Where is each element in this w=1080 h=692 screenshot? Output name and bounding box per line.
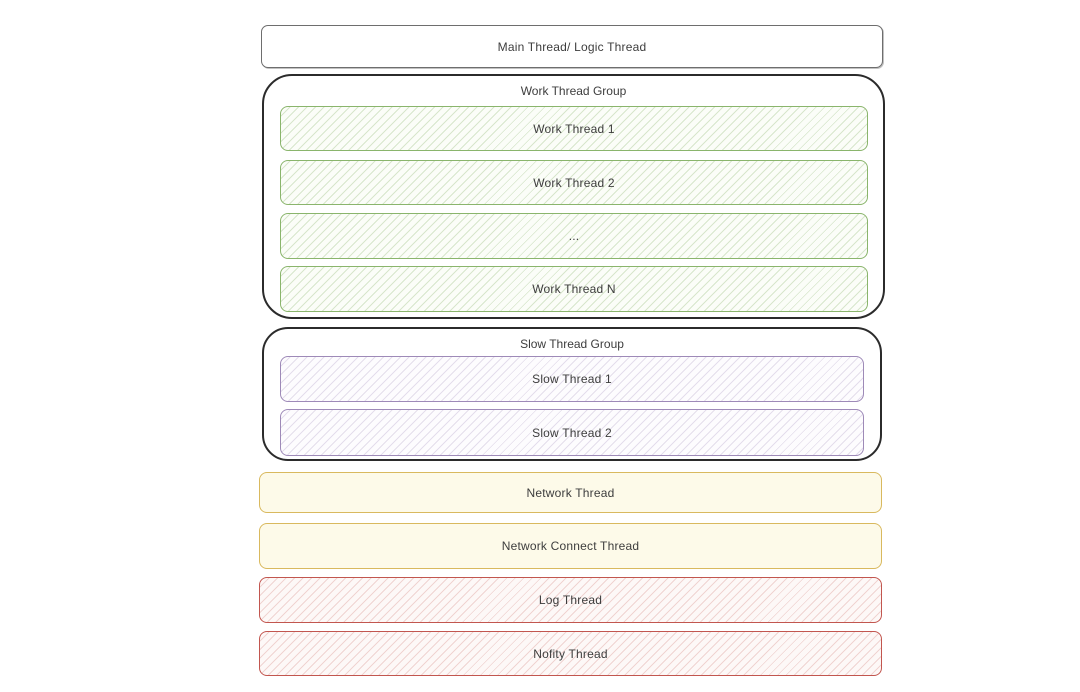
network-thread-box: Network Thread xyxy=(259,472,882,513)
slow-thread-1-box: Slow Thread 1 xyxy=(280,356,864,402)
slow-thread-group: Slow Thread Group Slow Thread 1 Slow Thr… xyxy=(262,327,882,461)
work-thread-n-box: Work Thread N xyxy=(280,266,868,312)
network-thread-label: Network Thread xyxy=(526,485,615,500)
slow-thread-group-label: Slow Thread Group xyxy=(520,337,624,351)
nofity-thread-label: Nofity Thread xyxy=(533,646,608,661)
work-thread-1-label: Work Thread 1 xyxy=(533,121,615,136)
work-thread-ellipsis-label: ... xyxy=(568,229,580,243)
main-thread-box: Main Thread/ Logic Thread xyxy=(261,25,883,68)
main-thread-label: Main Thread/ Logic Thread xyxy=(497,39,647,54)
nofity-thread-box: Nofity Thread xyxy=(259,631,882,676)
slow-thread-2-box: Slow Thread 2 xyxy=(280,409,864,456)
slow-thread-2-label: Slow Thread 2 xyxy=(532,425,612,440)
work-thread-2-label: Work Thread 2 xyxy=(533,175,615,190)
work-thread-group-label: Work Thread Group xyxy=(520,84,627,98)
slow-thread-1-label: Slow Thread 1 xyxy=(532,372,612,386)
network-connect-thread-label: Network Connect Thread xyxy=(501,539,640,553)
log-thread-box: Log Thread xyxy=(259,577,882,623)
work-thread-ellipsis-box: ... xyxy=(280,213,868,259)
work-thread-n-label: Work Thread N xyxy=(532,282,616,296)
work-thread-2-box: Work Thread 2 xyxy=(280,160,868,205)
work-thread-group: Work Thread Group Work Thread 1 Work Thr… xyxy=(262,74,885,319)
log-thread-label: Log Thread xyxy=(538,593,603,607)
network-connect-thread-box: Network Connect Thread xyxy=(259,523,882,569)
work-thread-1-box: Work Thread 1 xyxy=(280,106,868,151)
